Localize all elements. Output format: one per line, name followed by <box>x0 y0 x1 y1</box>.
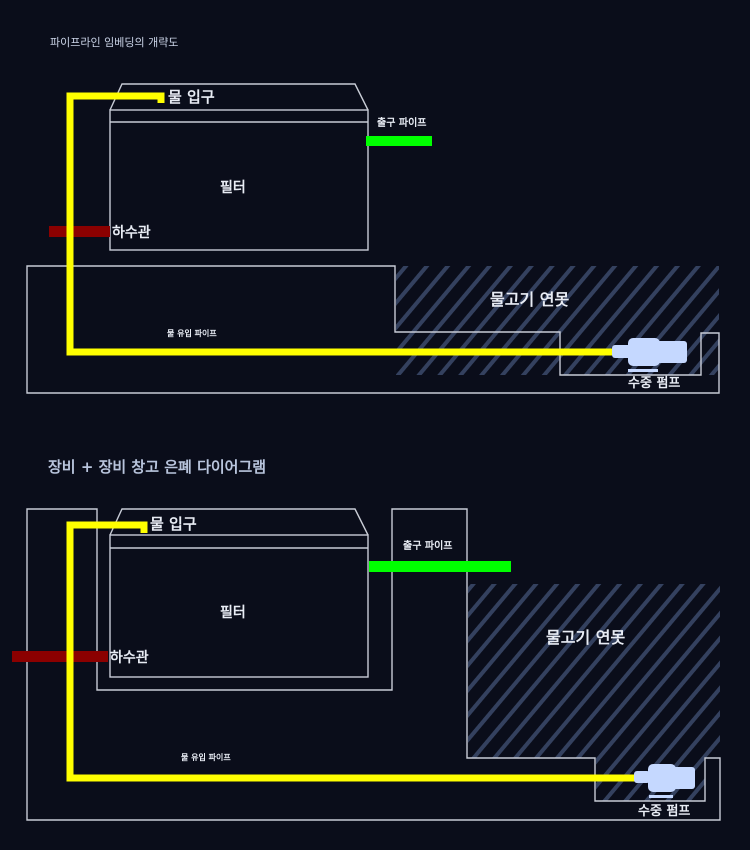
pond-hatch-area <box>468 584 720 758</box>
inflow-pipe <box>66 92 612 356</box>
sewer-pipe <box>49 226 110 237</box>
filter-label: 필터 <box>220 604 246 621</box>
storage-outline <box>26 508 721 821</box>
inflow-pipe-label: 물 유입 파이프 <box>181 752 231 762</box>
filter-box <box>109 109 369 251</box>
pump-label: 수중 펌프 <box>628 375 680 391</box>
sewer-label: 하수관 <box>112 224 151 241</box>
outlet-pipe <box>369 561 511 572</box>
diagram-title: 파이프라인 임베딩의 개략도 <box>50 36 178 49</box>
outlet-pipe-label: 출구 파이프 <box>377 116 426 129</box>
filter-label: 필터 <box>220 179 246 196</box>
outlet-pipe <box>366 136 432 146</box>
filter-unit: 필터 <box>109 508 369 678</box>
diagram-equipment-concealment: 장비 + 장비 창고 은폐 다이어그램 필터 출구 파이프 하수관 물 입구 물… <box>12 458 721 821</box>
inflow-pipe-label: 물 유입 파이프 <box>167 328 217 338</box>
submersible-pump-icon <box>612 338 687 372</box>
water-inlet-label: 물 입구 <box>150 515 197 533</box>
diagram-pipeline-embedding: 파이프라인 임베딩의 개략도 필터 출구 파이프 하수관 물 입구 물 유입 파… <box>26 36 720 394</box>
filter-box <box>109 534 369 678</box>
fish-pond-label: 물고기 연못 <box>490 290 569 309</box>
filter-unit: 필터 <box>109 83 369 251</box>
filter-lid <box>109 508 369 536</box>
outlet-pipe-label: 출구 파이프 <box>403 539 452 552</box>
sewer-pipe <box>12 651 108 662</box>
water-inlet-label: 물 입구 <box>168 88 215 106</box>
submersible-pump-icon <box>634 764 695 798</box>
pump-label: 수중 펌프 <box>638 803 690 819</box>
fish-pond-label: 물고기 연못 <box>546 628 625 647</box>
sewer-label: 하수관 <box>110 649 149 666</box>
inflow-pipe <box>66 521 636 782</box>
ground-outline <box>26 265 720 394</box>
diagram-title: 장비 + 장비 창고 은폐 다이어그램 <box>48 458 266 476</box>
